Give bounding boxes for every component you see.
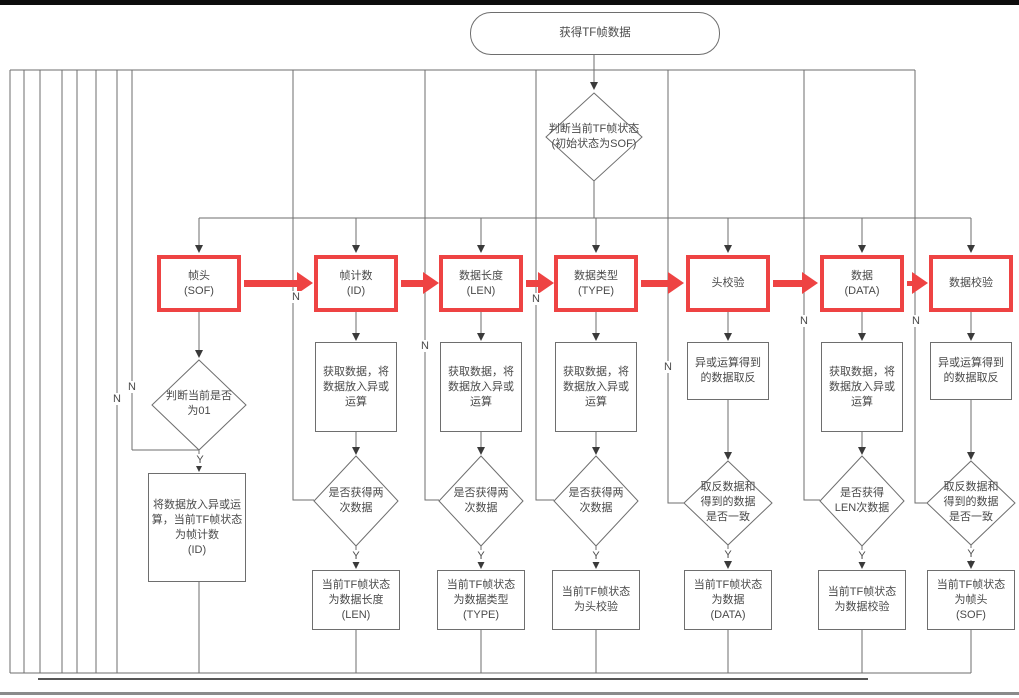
yes-label-len: Y [475,550,487,562]
state-box-head-check: 头校验 [686,255,770,312]
diamond-id [313,455,399,547]
state-box-id: 帧计数 (ID) [314,255,398,312]
yes-label-data-check: Y [965,548,977,560]
yes-label-head-check: Y [722,549,734,561]
red-flow-arrows [244,272,928,294]
decision-label-id: 是否获得两 次数据 [328,487,384,514]
top-border-bar [0,0,1019,5]
no-label-data: N [798,315,810,327]
process-box-data-check: 异或运算得到 的数据取反 [930,342,1012,400]
start-node: 获得TF帧数据 [470,12,720,55]
yes-label-id: Y [350,550,362,562]
state-box-type: 数据类型 (TYPE) [554,255,638,312]
red-arrow-6 [907,272,928,294]
result-box-data: 当前TF帧状态 为数据校验 [818,570,906,630]
no-label-sof-outer: N [111,393,123,405]
result-box-head-check: 当前TF帧状态 为数据 (DATA) [684,570,772,630]
diamond-len [438,455,524,547]
no-label-sof: N [126,381,138,393]
process-box-data: 获取数据，将 数据放入异或 运算 [821,342,903,432]
decision-label-data: 是否获得 LEN次数据 [834,487,890,514]
red-arrow-3 [526,272,554,294]
decision-label-head-check: 取反数据和 得到的数据 是否一致 [700,481,756,523]
result-box-id: 当前TF帧状态 为数据长度 (LEN) [312,570,400,630]
process-box-head-check: 异或运算得到 的数据取反 [687,342,769,400]
no-label-type: N [530,293,542,305]
process-box-id: 获取数据，将 数据放入异或 运算 [315,342,397,432]
no-label-len: N [419,340,431,352]
yes-label-sof: Y [194,454,206,466]
red-arrow-1 [244,272,313,294]
process-box-type: 获取数据，将 数据放入异或 运算 [555,342,637,432]
decision-label-data-check: 取反数据和 得到的数据 是否一致 [943,481,999,523]
result-box-len: 当前TF帧状态 为数据类型 (TYPE) [437,570,525,630]
start-node-label: 获得TF帧数据 [559,27,631,39]
flow-arrowheads [195,82,975,569]
decision-label-type: 是否获得两 次数据 [568,487,624,514]
no-label-id: N [290,291,302,303]
result-box-type: 当前TF帧状态 为头校验 [552,570,640,630]
yes-label-data: Y [856,550,868,562]
state-box-sof: 帧头 (SOF) [157,255,241,312]
process-box-len: 获取数据，将 数据放入异或 运算 [440,342,522,432]
bottom-border-bar [0,692,1019,695]
dispatcher-diamond [545,92,643,182]
decision-label-len: 是否获得两 次数据 [453,487,509,514]
red-arrow-2 [401,272,439,294]
state-dispatcher-label: 判断当前TF帧状态 (初始状态为SOF) [548,123,640,150]
diamond-type [553,455,639,547]
yes-label-type: Y [590,550,602,562]
state-box-data-check: 数据校验 [929,255,1013,312]
diamond-head-check [683,460,773,546]
diamond-data-check [926,460,1016,546]
diamond-sof [151,359,247,451]
no-label-data-check: N [910,315,922,327]
state-box-data: 数据 (DATA) [820,255,904,312]
diamond-data [819,455,905,547]
decision-label-sof: 判断当前是否 为01 [166,390,232,417]
result-box-sof: 将数据放入异或运 算，当前TF帧状态 为帧计数 (ID) [148,473,246,582]
result-box-data-check: 当前TF帧状态 为帧头 (SOF) [927,570,1015,630]
red-arrow-5 [773,272,818,294]
decision-diamond-shapes [151,92,1016,547]
red-arrow-4 [641,272,684,294]
state-box-len: 数据长度 (LEN) [439,255,523,312]
no-label-head-check: N [662,361,674,373]
